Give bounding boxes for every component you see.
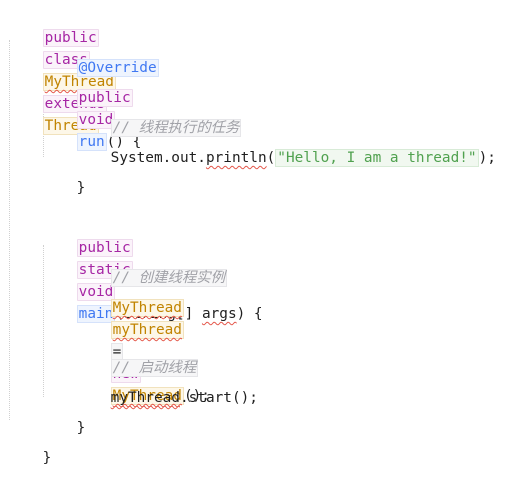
class-name: MyThread xyxy=(42,73,116,91)
method-name: run xyxy=(76,133,107,151)
keyword: void xyxy=(76,111,116,129)
code-line-14[interactable]: } xyxy=(42,395,86,436)
variable-name: myThread xyxy=(110,390,180,406)
keyword: public xyxy=(42,29,99,47)
close-brace: } xyxy=(76,180,86,196)
code-line-2[interactable]: @Override xyxy=(42,35,159,77)
comment: // 线程执行的任务 xyxy=(110,119,242,137)
paren-close: ); xyxy=(478,150,496,166)
code-line-8[interactable]: public static void main(String[] args) { xyxy=(42,215,263,323)
statement-rest: (); xyxy=(183,388,210,404)
comment: // 创建线程实例 xyxy=(110,269,227,287)
code-line-13[interactable]: myThread.start(); xyxy=(76,365,258,406)
paren-open: ( xyxy=(266,150,276,166)
code-line-12[interactable]: // 启动线程 xyxy=(76,335,199,377)
keyword: void xyxy=(76,283,116,301)
code-line-1[interactable]: public class MyThread extends Thread { xyxy=(8,5,116,135)
constructor-name: MyThread xyxy=(110,387,184,405)
close-brace: } xyxy=(42,450,52,466)
type-name: MyThread xyxy=(110,299,184,317)
code-line-10[interactable]: MyThread myThread = new MyThread(); xyxy=(76,275,210,405)
assignment-operator: = xyxy=(110,343,124,361)
comment: // 启动线程 xyxy=(110,359,199,377)
annotation: @Override xyxy=(76,59,159,77)
close-brace: } xyxy=(76,420,86,436)
string-literal: "Hello, I am a thread!" xyxy=(275,149,479,167)
code-line-5[interactable]: System.out.println("Hello, I am a thread… xyxy=(76,125,496,167)
keyword: public xyxy=(76,89,133,107)
method-call-rest: .start(); xyxy=(179,390,258,406)
param-name: args xyxy=(201,306,237,322)
code-line-15[interactable]: } xyxy=(8,425,52,466)
method-call: println xyxy=(205,150,267,166)
indent-guide xyxy=(9,40,10,420)
indent-guide xyxy=(43,245,44,397)
code-line-4[interactable]: // 线程执行的任务 xyxy=(76,95,242,137)
variable-name: myThread xyxy=(110,321,184,339)
params-suffix: ) { xyxy=(236,306,263,322)
keyword: public xyxy=(76,239,133,257)
code-editor[interactable]: public class MyThread extends Thread { @… xyxy=(0,0,517,466)
code-line-3[interactable]: public void run() { xyxy=(42,65,141,151)
code-line-9[interactable]: // 创建线程实例 xyxy=(76,245,227,287)
method-signature-rest: () { xyxy=(106,134,142,150)
call-prefix: System.out. xyxy=(110,150,206,166)
method-name: main xyxy=(76,305,116,323)
code-line-6[interactable]: } xyxy=(42,155,86,196)
